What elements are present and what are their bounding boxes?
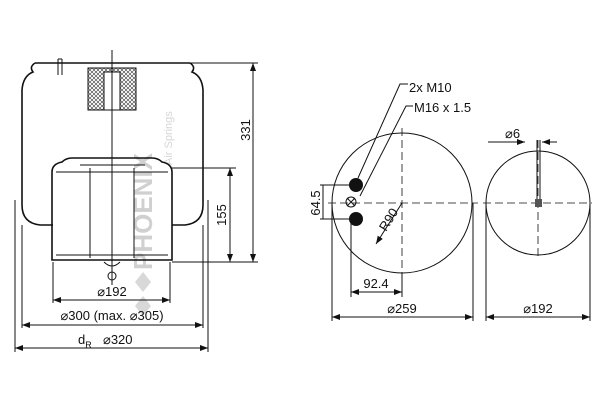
air-fitting [57, 58, 63, 75]
stud [535, 199, 542, 207]
air-port [345, 196, 357, 208]
pin-diameter-label: ⌀6 [505, 126, 520, 141]
watermark-tagline: Air Springs [163, 111, 175, 165]
port-label: M16 x 1.5 [414, 100, 471, 115]
watermark-diamond-icon [135, 272, 151, 316]
watermark-brand: PHOENIX [128, 152, 158, 270]
bellows-right [172, 62, 204, 226]
radius-dimension [375, 202, 403, 245]
side-view: 331 155 ⌀192 ⌀300 (max. ⌀305) dR ⌀320 [14, 50, 258, 352]
extension-lines [14, 62, 258, 352]
dr-label: dR [78, 332, 92, 350]
bellows-diameter-label: ⌀300 (max. ⌀305) [60, 308, 163, 323]
dr-subscript: R [85, 340, 92, 350]
height-total-label: 331 [238, 119, 253, 141]
height-piston-label: 155 [214, 204, 229, 226]
dr-symbol: d [78, 332, 85, 347]
air-port-cross-icon [346, 197, 356, 207]
dr-diameter-label: ⌀320 [103, 332, 133, 347]
bottom-view-extension-lines [485, 203, 591, 321]
pin [536, 140, 541, 200]
piston [51, 157, 173, 261]
bottom-view: ⌀6 ⌀192 [483, 126, 592, 321]
bolt-label: 2x M10 [409, 80, 452, 95]
leader-lines [357, 83, 413, 197]
watermark: PHOENIX Air Springs [128, 111, 175, 316]
bottom-diameter-label: ⌀192 [523, 301, 553, 316]
top-view-extension-lines [331, 203, 474, 321]
bolt-spacing-dimension [320, 184, 356, 220]
top-view-center-lines [328, 128, 478, 280]
offset-label: 92.4 [363, 276, 388, 291]
bolt-spacing-label: 64.5 [308, 190, 323, 215]
piston-diameter-label: ⌀192 [97, 284, 127, 299]
top-diameter-label: ⌀259 [387, 301, 417, 316]
bellows-left [21, 62, 53, 226]
top-view: 2x M10 M16 x 1.5 R90 64.5 92.4 ⌀259 [308, 80, 478, 321]
